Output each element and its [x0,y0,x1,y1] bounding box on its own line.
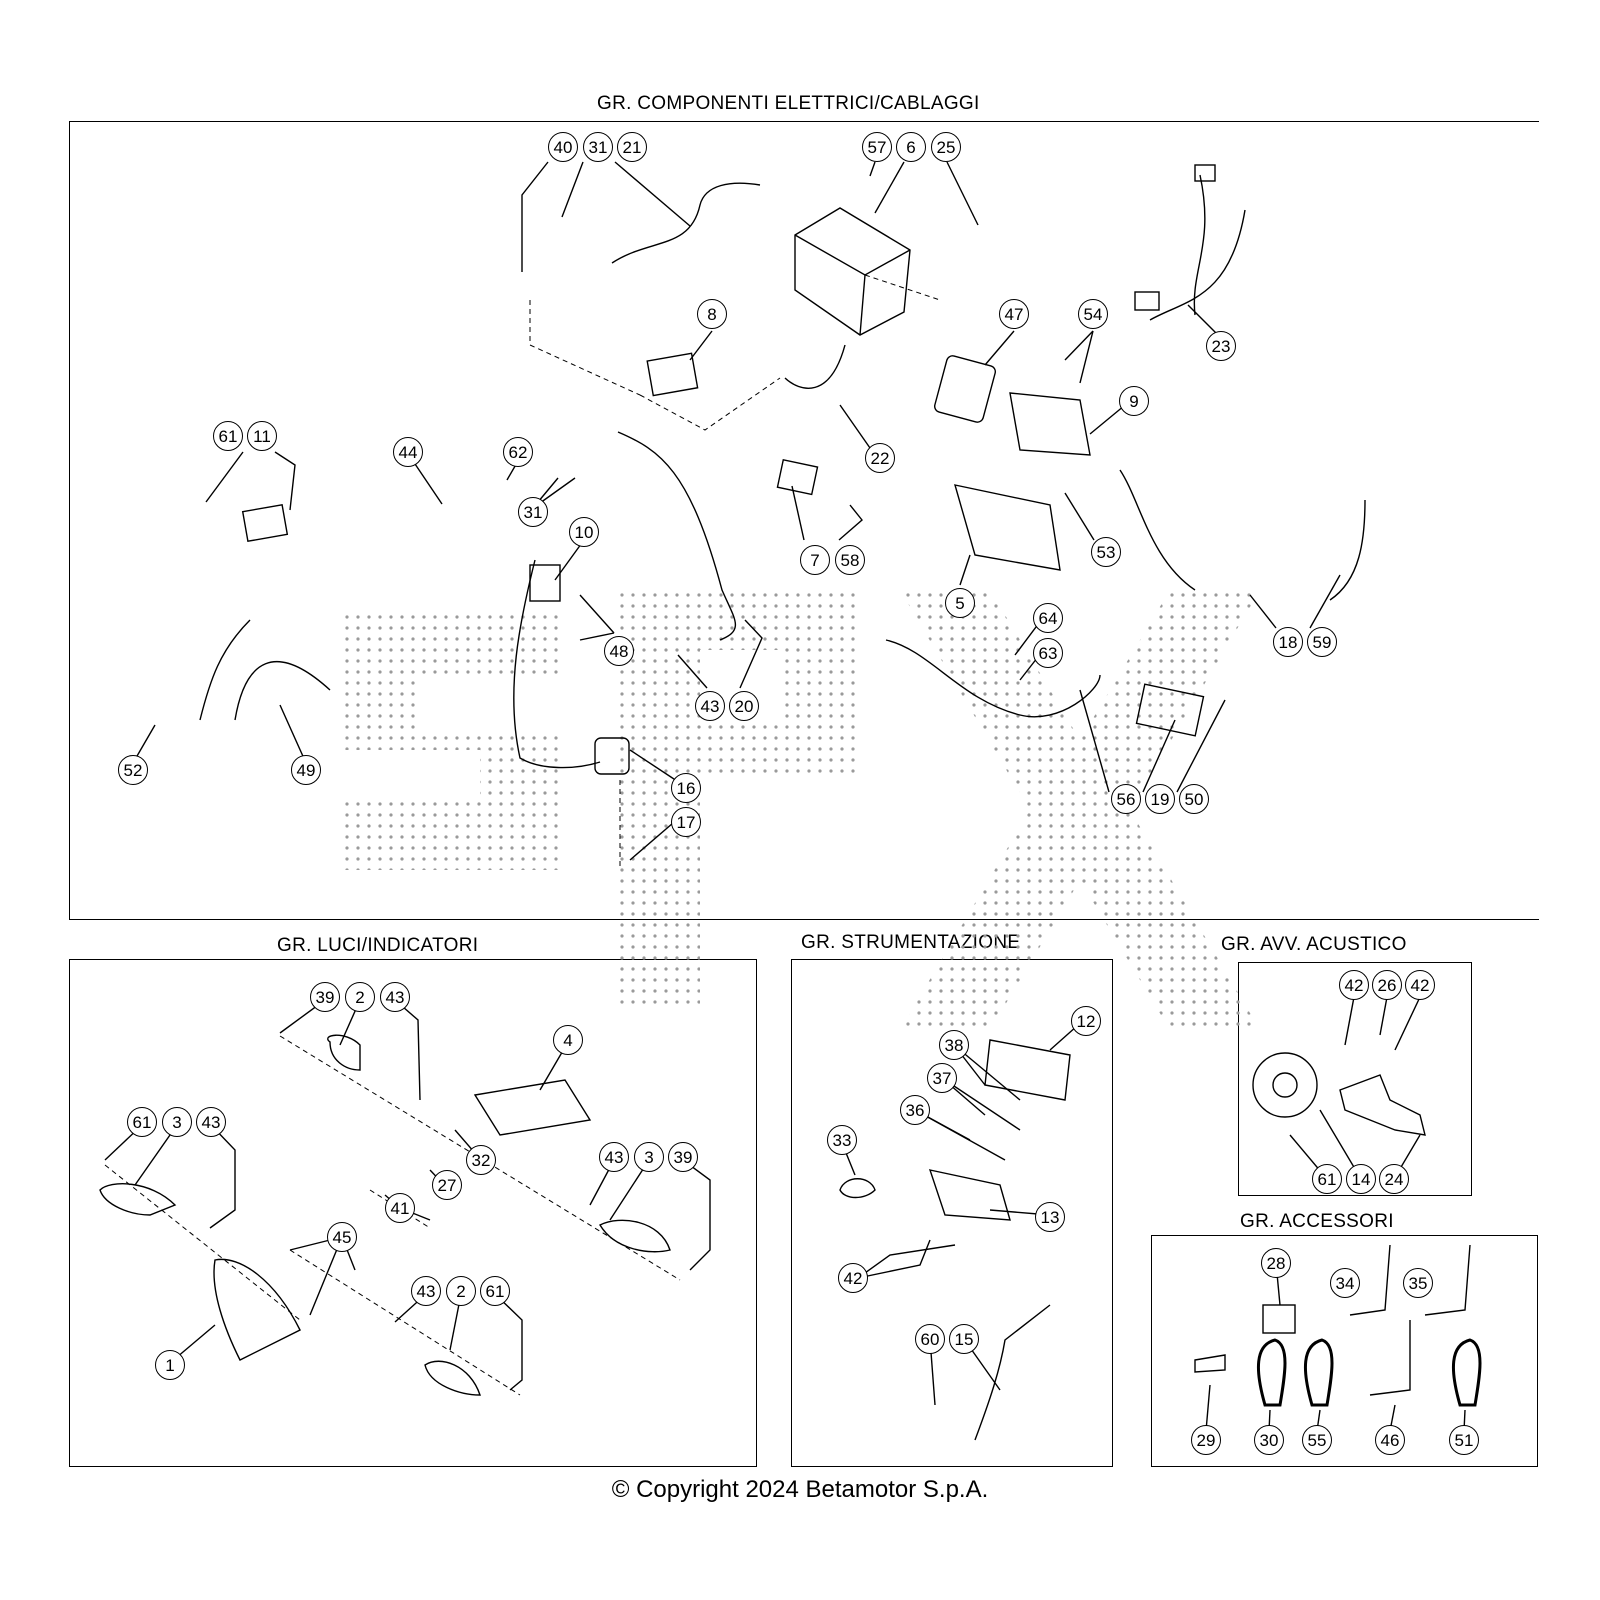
callout-48[interactable]: 48 [604,636,634,666]
callout-35[interactable]: 35 [1403,1268,1433,1298]
callout-6[interactable]: 6 [896,132,926,162]
callout-57[interactable]: 57 [862,132,892,162]
callout-61-b[interactable]: 61 [480,1276,510,1306]
callout-60[interactable]: 60 [915,1324,945,1354]
callout-5[interactable]: 5 [945,588,975,618]
callout-44[interactable]: 44 [393,437,423,467]
callout-2-b[interactable]: 2 [446,1276,476,1306]
callout-56[interactable]: 56 [1111,784,1141,814]
callout-45[interactable]: 45 [327,1222,357,1252]
callout-50[interactable]: 50 [1179,784,1209,814]
callout-24[interactable]: 24 [1379,1164,1409,1194]
callout-16[interactable]: 16 [671,773,701,803]
callout-33[interactable]: 33 [827,1125,857,1155]
callout-62[interactable]: 62 [503,437,533,467]
callout-42-b[interactable]: 42 [1405,970,1435,1000]
callout-22[interactable]: 22 [865,443,895,473]
callout-55[interactable]: 55 [1302,1425,1332,1455]
callout-19[interactable]: 19 [1145,784,1175,814]
callout-37[interactable]: 37 [927,1063,957,1093]
callout-42[interactable]: 42 [838,1263,868,1293]
callout-27[interactable]: 27 [432,1170,462,1200]
callout-28[interactable]: 28 [1261,1248,1291,1278]
callout-23[interactable]: 23 [1206,331,1236,361]
callout-18[interactable]: 18 [1273,627,1303,657]
callout-32[interactable]: 32 [466,1145,496,1175]
callout-49[interactable]: 49 [291,755,321,785]
callout-17[interactable]: 17 [671,807,701,837]
callout-39[interactable]: 39 [310,982,340,1012]
callout-15[interactable]: 15 [949,1324,979,1354]
callout-20[interactable]: 20 [729,691,759,721]
panel-electrical [69,121,1539,920]
callout-29[interactable]: 29 [1191,1425,1221,1455]
section-title-electrical: GR. COMPONENTI ELETTRICI/CABLAGGI [597,93,980,114]
section-title-accessories: GR. ACCESSORI [1240,1211,1394,1232]
callout-31-b[interactable]: 31 [518,497,548,527]
callout-42-a[interactable]: 42 [1339,970,1369,1000]
callout-21[interactable]: 21 [617,132,647,162]
callout-3-b[interactable]: 3 [634,1142,664,1172]
callout-59[interactable]: 59 [1307,627,1337,657]
callout-61-c[interactable]: 61 [1312,1164,1342,1194]
panel-accessories [1151,1235,1538,1467]
callout-12[interactable]: 12 [1071,1006,1101,1036]
callout-43[interactable]: 43 [695,691,725,721]
callout-1[interactable]: 1 [155,1350,185,1380]
callout-9[interactable]: 9 [1119,386,1149,416]
callout-30[interactable]: 30 [1254,1425,1284,1455]
copyright-text: © Copyright 2024 Betamotor S.p.A. [611,1476,989,1503]
section-title-horn: GR. AVV. ACUSTICO [1221,934,1407,955]
callout-51[interactable]: 51 [1449,1425,1479,1455]
callout-43-b[interactable]: 43 [196,1107,226,1137]
callout-7[interactable]: 7 [800,545,830,575]
callout-11[interactable]: 11 [247,421,277,451]
callout-25[interactable]: 25 [931,132,961,162]
callout-47[interactable]: 47 [999,299,1029,329]
callout-34[interactable]: 34 [1330,1268,1360,1298]
watermark-logo [300,570,1300,1050]
callout-40[interactable]: 40 [548,132,578,162]
callout-8[interactable]: 8 [697,299,727,329]
callout-52[interactable]: 52 [118,755,148,785]
callout-61[interactable]: 61 [213,421,243,451]
callout-26[interactable]: 26 [1372,970,1402,1000]
callout-14[interactable]: 14 [1346,1164,1376,1194]
callout-53[interactable]: 53 [1091,537,1121,567]
callout-36[interactable]: 36 [900,1095,930,1125]
callout-54[interactable]: 54 [1078,299,1108,329]
callout-64[interactable]: 64 [1033,603,1063,633]
callout-39-b[interactable]: 39 [668,1142,698,1172]
callout-4[interactable]: 4 [553,1025,583,1055]
callout-13[interactable]: 13 [1035,1202,1065,1232]
callout-61-a[interactable]: 61 [127,1107,157,1137]
callout-58[interactable]: 58 [835,545,865,575]
callout-2[interactable]: 2 [345,982,375,1012]
callout-10[interactable]: 10 [569,517,599,547]
panel-lights [69,959,757,1467]
callout-43-c[interactable]: 43 [599,1142,629,1172]
callout-63[interactable]: 63 [1033,638,1063,668]
callout-43-a[interactable]: 43 [380,982,410,1012]
callout-43-d[interactable]: 43 [411,1276,441,1306]
section-title-lights: GR. LUCI/INDICATORI [277,935,479,956]
callout-38[interactable]: 38 [939,1030,969,1060]
callout-31[interactable]: 31 [583,132,613,162]
callout-3-a[interactable]: 3 [162,1107,192,1137]
panel-horn [1238,962,1472,1196]
callout-46[interactable]: 46 [1375,1425,1405,1455]
callout-41[interactable]: 41 [385,1193,415,1223]
